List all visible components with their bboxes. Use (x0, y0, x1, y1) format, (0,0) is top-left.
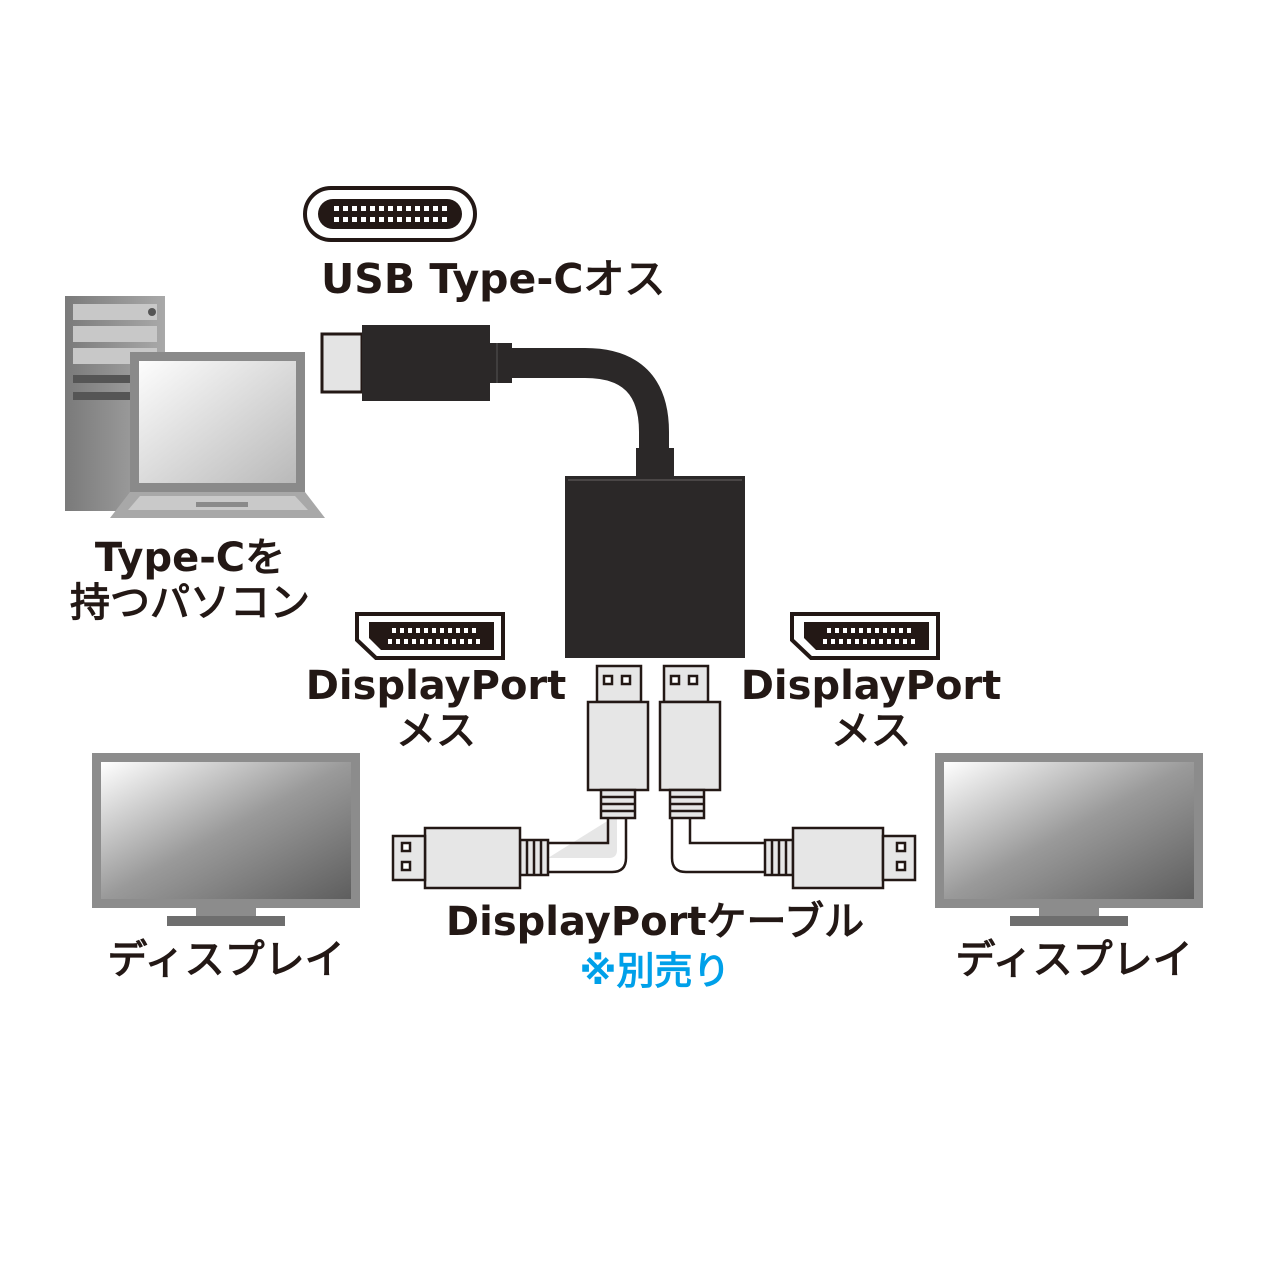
dp-female-left-line1: DisplayPort (305, 663, 567, 709)
dp-female-left-line2: メス (396, 707, 476, 754)
displayport-female-icon-left (355, 612, 505, 660)
pc-label: Type-Cを 持つパソコン (60, 536, 320, 626)
dp-female-left-label: DisplayPort メス (300, 664, 572, 754)
display-monitor-icon-left (92, 753, 360, 926)
usb-c-male-label: USB Type-Cオス (321, 255, 666, 303)
display-left-label: ディスプレイ (107, 937, 345, 983)
laptop-icon (110, 352, 325, 518)
dp-female-right-line1: DisplayPort (740, 663, 1002, 709)
displayport-cable-left (391, 664, 650, 890)
dp-female-right-line2: メス (831, 707, 911, 754)
pc-label-line2: 持つパソコン (70, 579, 310, 626)
adapter-body (565, 476, 745, 658)
pc-label-line1: Type-Cを (94, 535, 286, 581)
displayport-female-icon-right (790, 612, 940, 660)
sold-separately-note: ※別売り (579, 949, 731, 993)
cable-strain-relief (636, 448, 674, 476)
adapter-cable (512, 348, 669, 455)
usb-c-port-icon (303, 186, 477, 242)
display-right-label: ディスプレイ (955, 937, 1193, 983)
display-monitor-icon-right (935, 753, 1203, 926)
usb-c-plug (320, 325, 512, 401)
displayport-cable-right (658, 664, 917, 890)
dp-female-right-label: DisplayPort メス (735, 664, 1007, 754)
dp-cable-label: DisplayPortケーブル (445, 899, 865, 945)
